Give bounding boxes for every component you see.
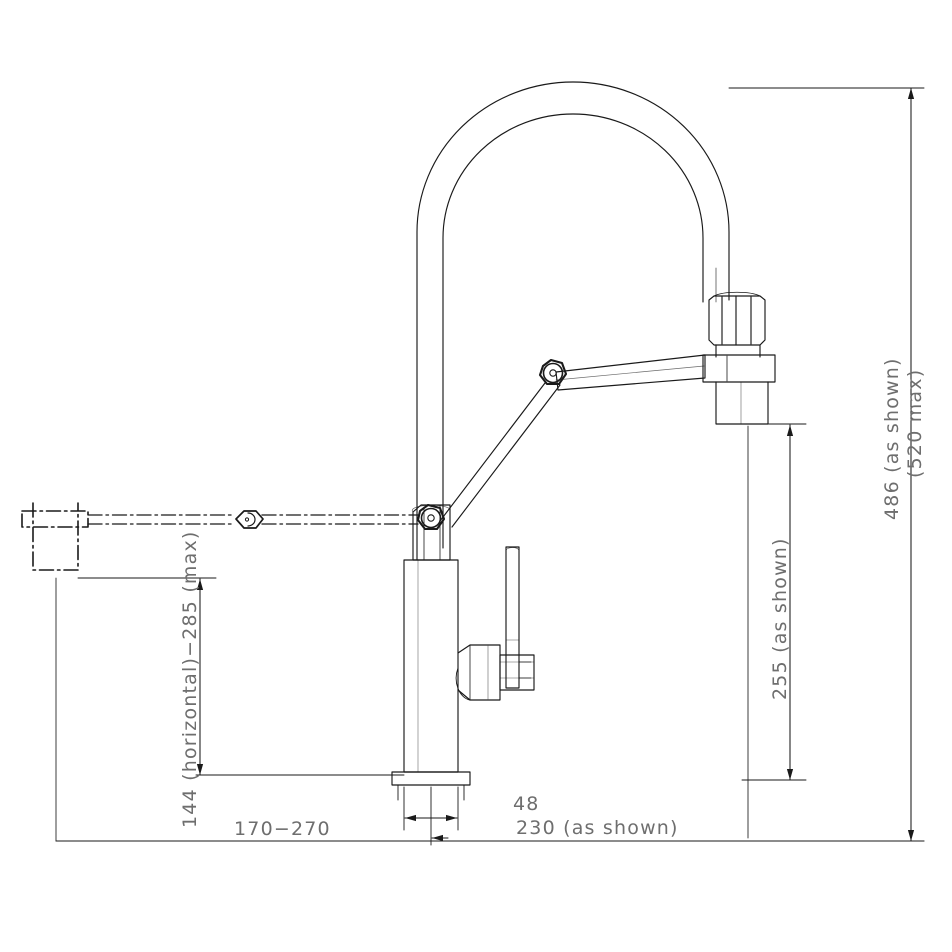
dim-230-label: 230 (as shown)	[516, 817, 679, 839]
gooseneck-arch-tube	[417, 82, 729, 560]
dim-486-label: 486 (as shown)	[881, 357, 903, 520]
spray-head-assembly	[703, 292, 775, 424]
upper-pivot-hex-nut	[540, 360, 566, 384]
dimension-labels: 486 (as shown) (520 max) 255 (as shown) …	[179, 357, 926, 840]
dim-170-270-label: 170−270	[234, 818, 331, 840]
phantom-hex-joint	[236, 511, 263, 528]
phantom-hose-arm-horizontal	[88, 515, 418, 524]
dim-base-offset-48	[404, 787, 458, 845]
lever-handle	[500, 547, 534, 690]
dim-48-label: 48	[513, 793, 540, 815]
lower-pivot-hex-nut	[418, 505, 444, 529]
phantom-spray-head-horizontal	[22, 503, 88, 570]
dim-255-label: 255 (as shown)	[769, 537, 791, 700]
lower-pivot-housing	[412, 505, 450, 560]
dim-520-max-label: (520 max)	[904, 369, 926, 478]
spring-arm-link	[556, 355, 705, 390]
faucet-body-column	[404, 560, 500, 772]
dim-144-285-label: 144 (horizontal)−285 (max)	[179, 530, 201, 828]
lower-diagonal-link	[440, 383, 560, 527]
dim-spray-head-drop	[56, 578, 404, 841]
